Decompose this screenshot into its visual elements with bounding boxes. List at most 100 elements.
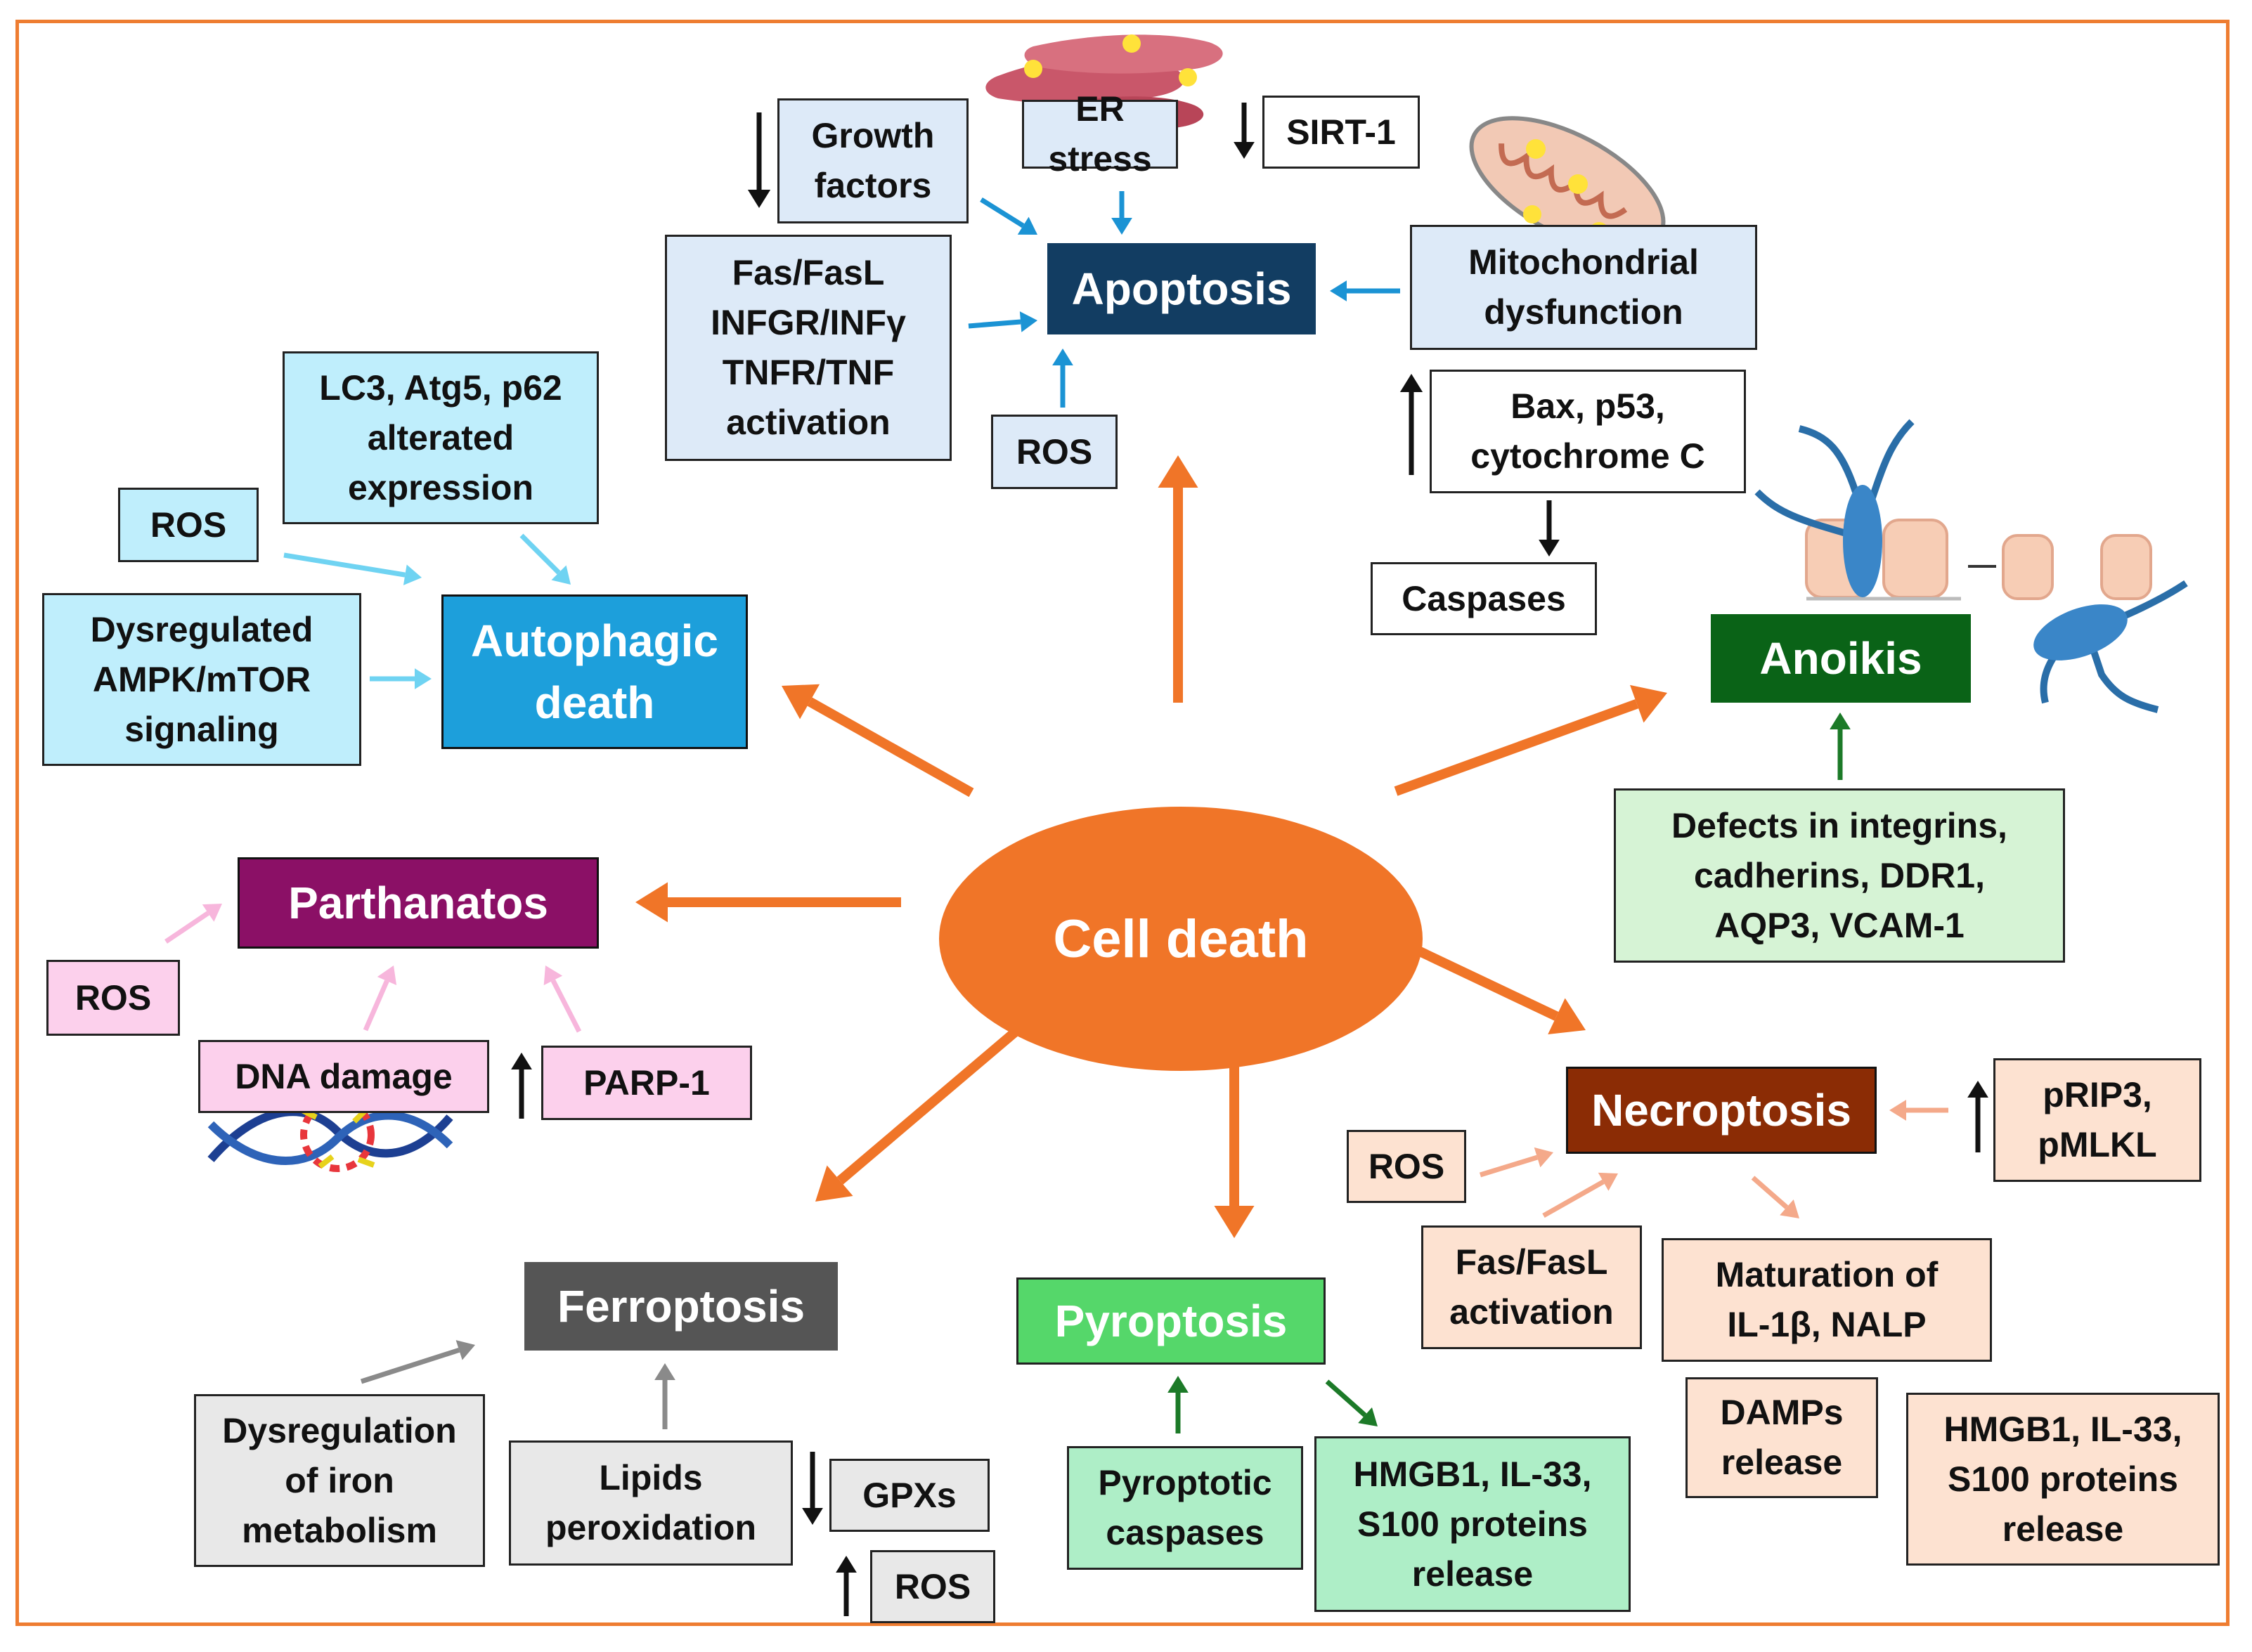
arrow-fas-necro-shaft (1542, 1179, 1605, 1218)
adhesion-defects-box: Defects in integrins, cadherins, DDR1, A… (1614, 788, 2065, 963)
arrow-lc3-auto-shaft (519, 533, 561, 575)
necroptosis-title: Necroptosis (1591, 1084, 1851, 1136)
damps-box: DAMPs release (1685, 1377, 1878, 1498)
fas-line-3: TNFR/TNF (722, 353, 895, 392)
arrow-ros-necro-head (1534, 1147, 1553, 1168)
autophagic-ros-label: ROS (150, 505, 227, 545)
defects-line-3: AQP3, VCAM-1 (1714, 905, 1965, 945)
growth-factors-line-1: Growth (811, 116, 935, 155)
pyro-hmgb-line-1: HMGB1, IL-33, (1353, 1454, 1592, 1494)
arrow-mito-apop-head (1330, 280, 1347, 301)
parthanatos-title: Parthanatos (288, 877, 548, 928)
arrow-to-parthanatos (635, 882, 901, 923)
arrow-lc3-auto-head (551, 565, 571, 585)
arrow-parp-parth-head (543, 965, 563, 986)
defects-line-2: cadherins, DDR1, (1693, 855, 1985, 895)
lipids-line-2: peroxidation (545, 1508, 757, 1547)
arrow-dna-parth-shaft (363, 980, 389, 1032)
parp1-box: PARP-1 (541, 1046, 752, 1120)
necroptosis-hmgb1-box: HMGB1, IL-33, S100 proteins release (1906, 1393, 2220, 1566)
parthanatos-ros-box: ROS (46, 960, 180, 1036)
ampk-line-2: AMPK/mTOR (92, 659, 311, 699)
iron-line-3: metabolism (242, 1510, 437, 1550)
arrow-ros-auto (283, 552, 422, 585)
arrow-ros-apop-head (1052, 349, 1073, 365)
arrow-pyro-hmgb-head (1358, 1407, 1378, 1426)
anoikis-title: Anoikis (1759, 632, 1922, 684)
pyro-caspases-line-2: caspases (1106, 1513, 1264, 1552)
arrow-to-pyroptosis (1214, 1047, 1255, 1238)
damps-line-1: DAMPs (1720, 1393, 1844, 1432)
necro-fas-line-2: activation (1449, 1292, 1614, 1332)
arrow-to-anoikis (1394, 684, 1667, 796)
arrow-defects-anoikis-head (1830, 713, 1851, 729)
mito-line-1: Mitochondrial (1468, 242, 1699, 282)
arrow-ros-auto-head (403, 564, 422, 585)
arrow-to-necroptosis-shaft (1417, 947, 1559, 1021)
caspases-box: Caspases (1371, 562, 1597, 635)
pyro-hmgb-line-2: S100 proteins (1357, 1504, 1588, 1544)
damps-line-2: release (1721, 1443, 1843, 1482)
sirt1-box: SIRT-1 (1262, 96, 1420, 169)
necro-hmgb-line-2: S100 proteins (1948, 1459, 2178, 1499)
arrow-necro-il1 (1751, 1176, 1799, 1218)
down-arrow-gpxs-head (802, 1508, 823, 1525)
arrow-prip-necro-head (1889, 1100, 1906, 1121)
arrow-parp-parth (543, 965, 582, 1033)
fas-line-2: INFGR/INFγ (711, 303, 906, 342)
prip3-line-1: pRIP3, (2043, 1075, 2152, 1114)
parthanatos-ros-label: ROS (75, 977, 152, 1017)
ampk-line-1: Dysregulated (90, 609, 313, 649)
arrow-ampk-auto (370, 668, 432, 689)
parthanatos-node: Parthanatos (238, 857, 599, 949)
up-arrow-parp1-head (511, 1053, 532, 1069)
mitochondrion-icon (1469, 116, 1666, 252)
gpxs-label: GPXs (862, 1475, 957, 1515)
arrow-growth-apop-shaft (980, 197, 1025, 228)
arrow-mito-apop (1330, 280, 1400, 301)
arrow-to-necroptosis-head (1548, 998, 1586, 1035)
arrow-ros-parth-shaft (164, 911, 210, 944)
outer-frame (15, 20, 2230, 1626)
apoptosis-ros-label: ROS (1016, 431, 1093, 471)
arrow-fas-necro (1542, 1172, 1618, 1218)
arrow-pyro-hmgb-shaft (1325, 1379, 1367, 1417)
prip3-box: pRIP3, pMLKL (1993, 1058, 2201, 1182)
up-arrow-bax-head (1399, 374, 1423, 392)
cell-death-node: Cell death (939, 807, 1423, 1071)
pyroptosis-title: Pyroptosis (1054, 1295, 1288, 1346)
arrow-ros-parth-head (202, 904, 222, 922)
up-arrow-ros-ferro-head (836, 1556, 857, 1573)
arrow-growth-apop-head (1017, 216, 1037, 235)
il1-line-2: IL-1β, NALP (1727, 1305, 1927, 1344)
arrow-ros-parth (164, 904, 222, 944)
lc3-atg5-box: LC3, Atg5, p62 alterated expression (283, 351, 599, 524)
pyroptosis-hmgb1-box: HMGB1, IL-33, S100 proteins release (1314, 1436, 1631, 1612)
autophagic-title-line-2: death (534, 677, 655, 728)
iron-metabolism-box: Dysregulation of iron metabolism (194, 1394, 485, 1567)
arrow-fas-apop-head (1019, 311, 1037, 332)
arrow-to-necroptosis (1417, 947, 1586, 1035)
parp1-label: PARP-1 (583, 1062, 710, 1103)
il1-line-1: Maturation of (1715, 1255, 1939, 1294)
necro-hmgb-line-3: release (2002, 1509, 2124, 1549)
er-stress-box: ER stress (1022, 89, 1178, 178)
arrow-iron-ferro-head (455, 1340, 475, 1360)
defects-line-1: Defects in integrins, (1671, 805, 2007, 845)
lc3-line-3: expression (347, 467, 533, 507)
arrow-defects-anoikis (1830, 713, 1851, 780)
ferroptosis-ros-label: ROS (894, 1566, 971, 1606)
arrow-ros-necro (1479, 1147, 1553, 1178)
autophagic-ros-box: ROS (118, 488, 259, 562)
sirt1-label: SIRT-1 (1286, 112, 1396, 152)
il1b-nalp-box: Maturation of IL-1β, NALP (1662, 1238, 1992, 1362)
arrow-lc3-auto (519, 533, 571, 585)
bax-line-2: cytochrome C (1470, 436, 1705, 476)
arrow-necro-il1-head (1780, 1199, 1799, 1218)
down-arrow-sirt1-head (1234, 142, 1255, 159)
up-arrow-prip3-head (1967, 1081, 1988, 1098)
arrow-to-autophagic-head (782, 684, 820, 720)
iron-line-2: of iron (285, 1460, 394, 1500)
